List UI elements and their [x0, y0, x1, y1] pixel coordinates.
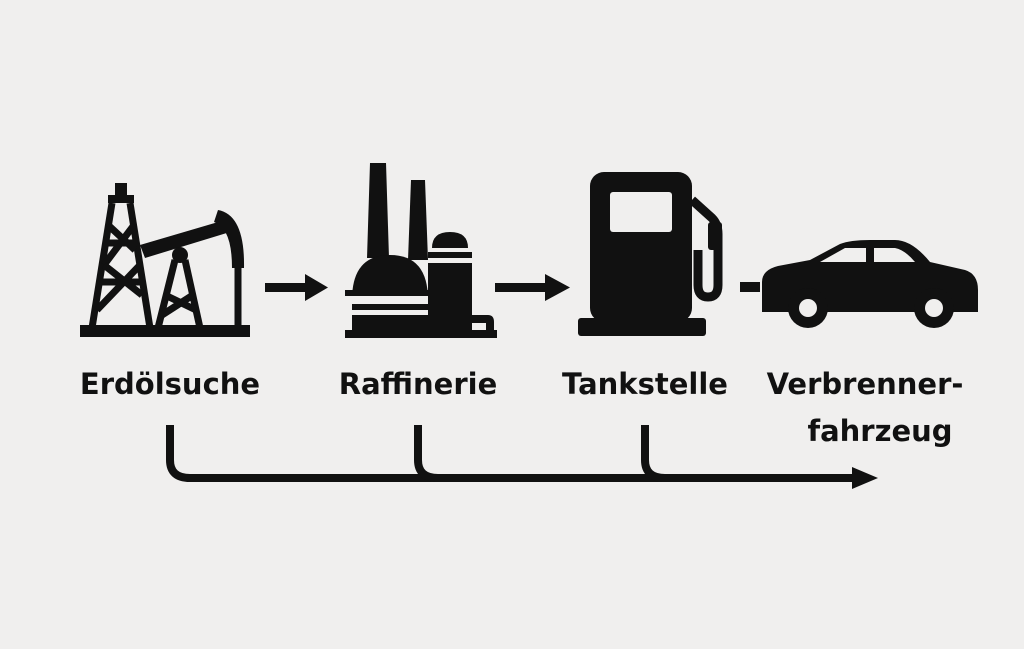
arrow-1: [265, 274, 328, 301]
oil-derrick-pumpjack-icon: [80, 183, 250, 337]
timeline-arrowhead: [852, 467, 878, 489]
stage-label-verbrenner: Verbrenner-: [766, 367, 964, 401]
refinery-icon: [345, 163, 497, 338]
stage-label-tankstelle: Tankstelle: [562, 367, 728, 401]
timeline-arrow: [166, 425, 860, 482]
stage-label-erdoelsuche: Erdölsuche: [79, 367, 261, 401]
arrow-2: [495, 274, 570, 301]
car-icon: [762, 240, 978, 328]
connector-dash: [740, 282, 760, 292]
stage-label-fahrzeug: fahrzeug: [807, 414, 953, 448]
stage-label-raffinerie: Raffinerie: [338, 367, 498, 401]
fuel-pump-icon: [578, 172, 723, 336]
